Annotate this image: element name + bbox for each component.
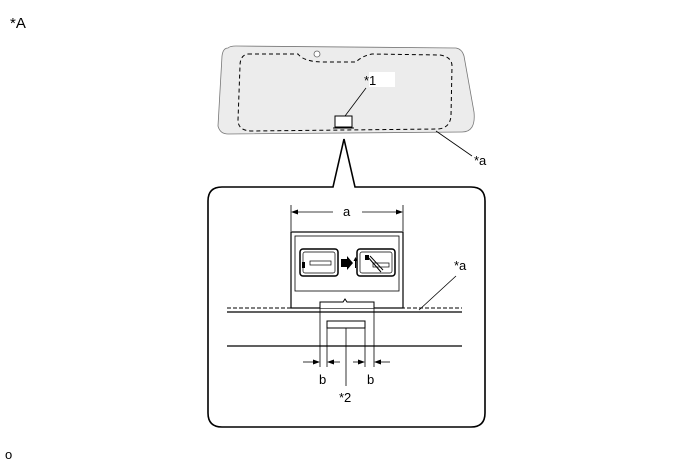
sensor-switch-left-mark xyxy=(302,262,305,268)
sensor-bracket xyxy=(334,115,353,128)
dim-a-arrow-left xyxy=(291,209,298,215)
part2-label: *2 xyxy=(339,390,351,405)
dim-a-arrow-right xyxy=(396,209,403,215)
view-label: *A xyxy=(10,15,26,32)
edge-glass-label: *a xyxy=(474,153,487,168)
right-arrow-icon xyxy=(341,256,353,270)
sensor-bracket-clip xyxy=(326,320,366,329)
dim-b-right-arrow-inner xyxy=(358,359,365,365)
dim-b-right-label: b xyxy=(367,372,374,387)
windshield-glass xyxy=(217,45,475,135)
sensor-switch-right-slot xyxy=(372,262,390,268)
dim-a-label: a xyxy=(343,204,351,219)
edge-detail-leader xyxy=(418,275,457,311)
pen-tool-icon-edge xyxy=(369,255,384,271)
pen-tool-icon-tip xyxy=(365,255,369,260)
sensor-mount-hole xyxy=(313,50,321,58)
part1-label: *1 xyxy=(364,73,376,88)
edge-detail-label: *a xyxy=(454,258,467,273)
sensor-switch-left-slot xyxy=(309,260,332,266)
label-box-part1 xyxy=(369,72,395,87)
part1-leader xyxy=(344,87,367,117)
pen-tool-icon xyxy=(366,255,382,273)
dim-b-left-arrow-inner xyxy=(327,359,334,365)
dim-b-left-arrow-outer xyxy=(313,359,320,365)
edge-glass-leader xyxy=(435,130,473,157)
ceramic-border-dashed xyxy=(237,53,453,132)
corner-mark: o xyxy=(5,447,12,462)
sensor-bracket-detail xyxy=(319,298,375,308)
dim-b-right-arrow-outer xyxy=(374,359,381,365)
dim-b-left-label: b xyxy=(319,372,326,387)
